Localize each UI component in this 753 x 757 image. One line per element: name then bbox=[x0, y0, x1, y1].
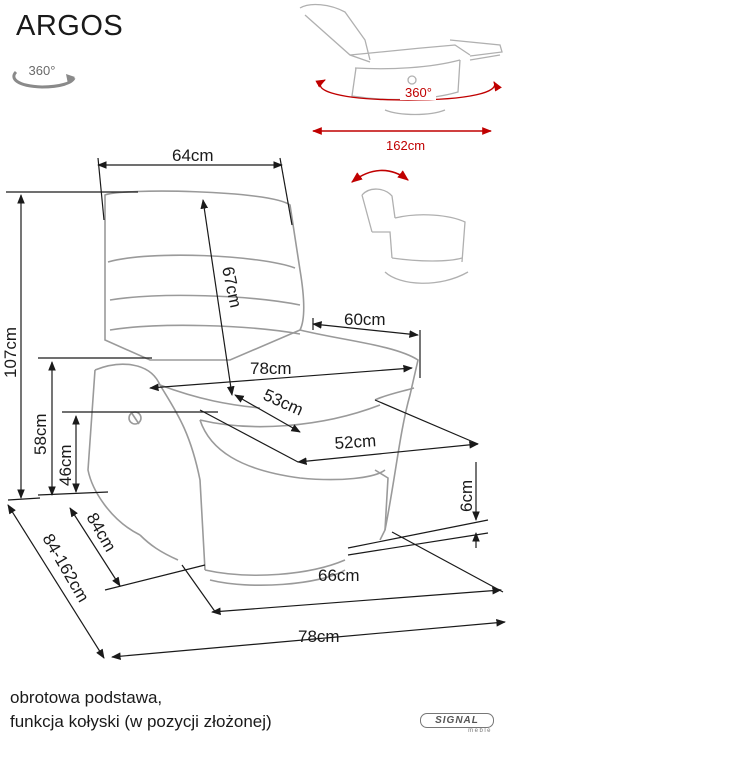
rotation-label: 360° bbox=[405, 85, 432, 100]
dim-top-width: 64cm bbox=[172, 146, 214, 165]
dim-total-width: 78cm bbox=[298, 627, 340, 646]
dim-total-height: 107cm bbox=[1, 327, 20, 378]
dim-armrest-span: 78cm bbox=[250, 359, 292, 378]
dim-seat-depth: 53cm bbox=[260, 385, 306, 419]
reclined-length-label: 162cm bbox=[386, 138, 425, 153]
rotation-icon-label: 360° bbox=[29, 63, 56, 78]
rocking-chair-sketch bbox=[361, 188, 469, 284]
rocking-arrow-icon bbox=[351, 169, 409, 183]
dimension-lines bbox=[6, 157, 506, 661]
rotation-360-icon: 360° bbox=[8, 58, 78, 99]
logo-sub: meble bbox=[468, 728, 492, 734]
chair-sketch bbox=[87, 190, 419, 586]
logo-brand: SIGNAL bbox=[420, 713, 494, 728]
caption: obrotowa podstawa, funkcja kołyski (w po… bbox=[10, 686, 272, 734]
caption-line-2: funkcja kołyski (w pozycji złożonej) bbox=[10, 712, 272, 731]
dim-base-width: 66cm bbox=[318, 566, 360, 585]
dim-armrest-depth: 60cm bbox=[344, 310, 386, 329]
caption-line-1: obrotowa podstawa, bbox=[10, 688, 163, 707]
dim-armrest-height: 58cm bbox=[31, 413, 50, 455]
product-title: ARGOS bbox=[16, 10, 124, 42]
dim-side-depth-reclined: 84-162cm bbox=[39, 531, 93, 606]
signal-logo: SIGNAL meble bbox=[420, 713, 494, 737]
dim-back-height: 67cm bbox=[218, 265, 245, 310]
dim-seat-width: 52cm bbox=[334, 431, 377, 453]
dim-base-clearance: 6cm bbox=[457, 480, 476, 512]
reclined-rotation-indicator: 360° bbox=[315, 79, 502, 101]
dim-seat-height: 46cm bbox=[56, 444, 75, 486]
